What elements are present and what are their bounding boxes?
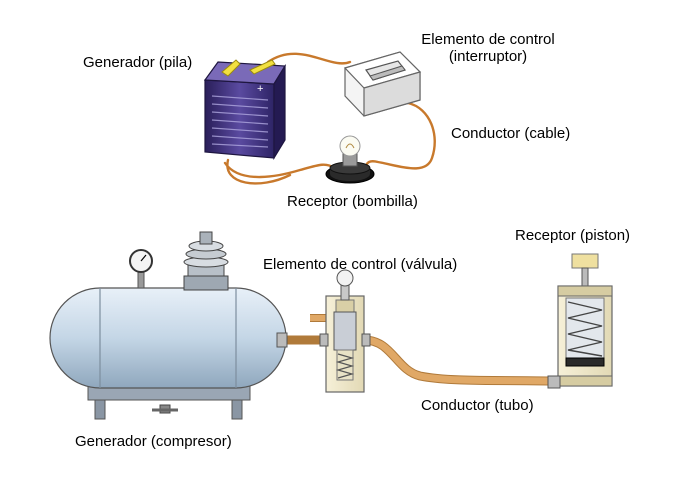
piston-label: Receptor (piston)	[515, 227, 631, 244]
valve-icon	[319, 269, 371, 393]
compressor-icon	[49, 231, 288, 420]
piston-icon	[547, 253, 613, 389]
battery-label: Generador (pila)	[83, 54, 193, 71]
tube-label: Conductor (tubo)	[421, 397, 534, 414]
cable-label: Conductor (cable)	[451, 125, 571, 142]
switch-icon	[343, 51, 422, 117]
bulb-icon	[325, 135, 375, 184]
bulb-label: Receptor (bombilla)	[287, 193, 418, 210]
battery-plus-sign: +	[257, 83, 263, 95]
switch-label: Elemento de control (interruptor)	[408, 31, 568, 65]
battery-icon	[203, 59, 287, 161]
switch-label-line1: Elemento de control	[421, 31, 555, 48]
switch-label-line2: (interruptor)	[448, 48, 528, 65]
compressor-label: Generador (compresor)	[75, 433, 232, 450]
valve-label: Elemento de control (válvula)	[263, 256, 458, 273]
